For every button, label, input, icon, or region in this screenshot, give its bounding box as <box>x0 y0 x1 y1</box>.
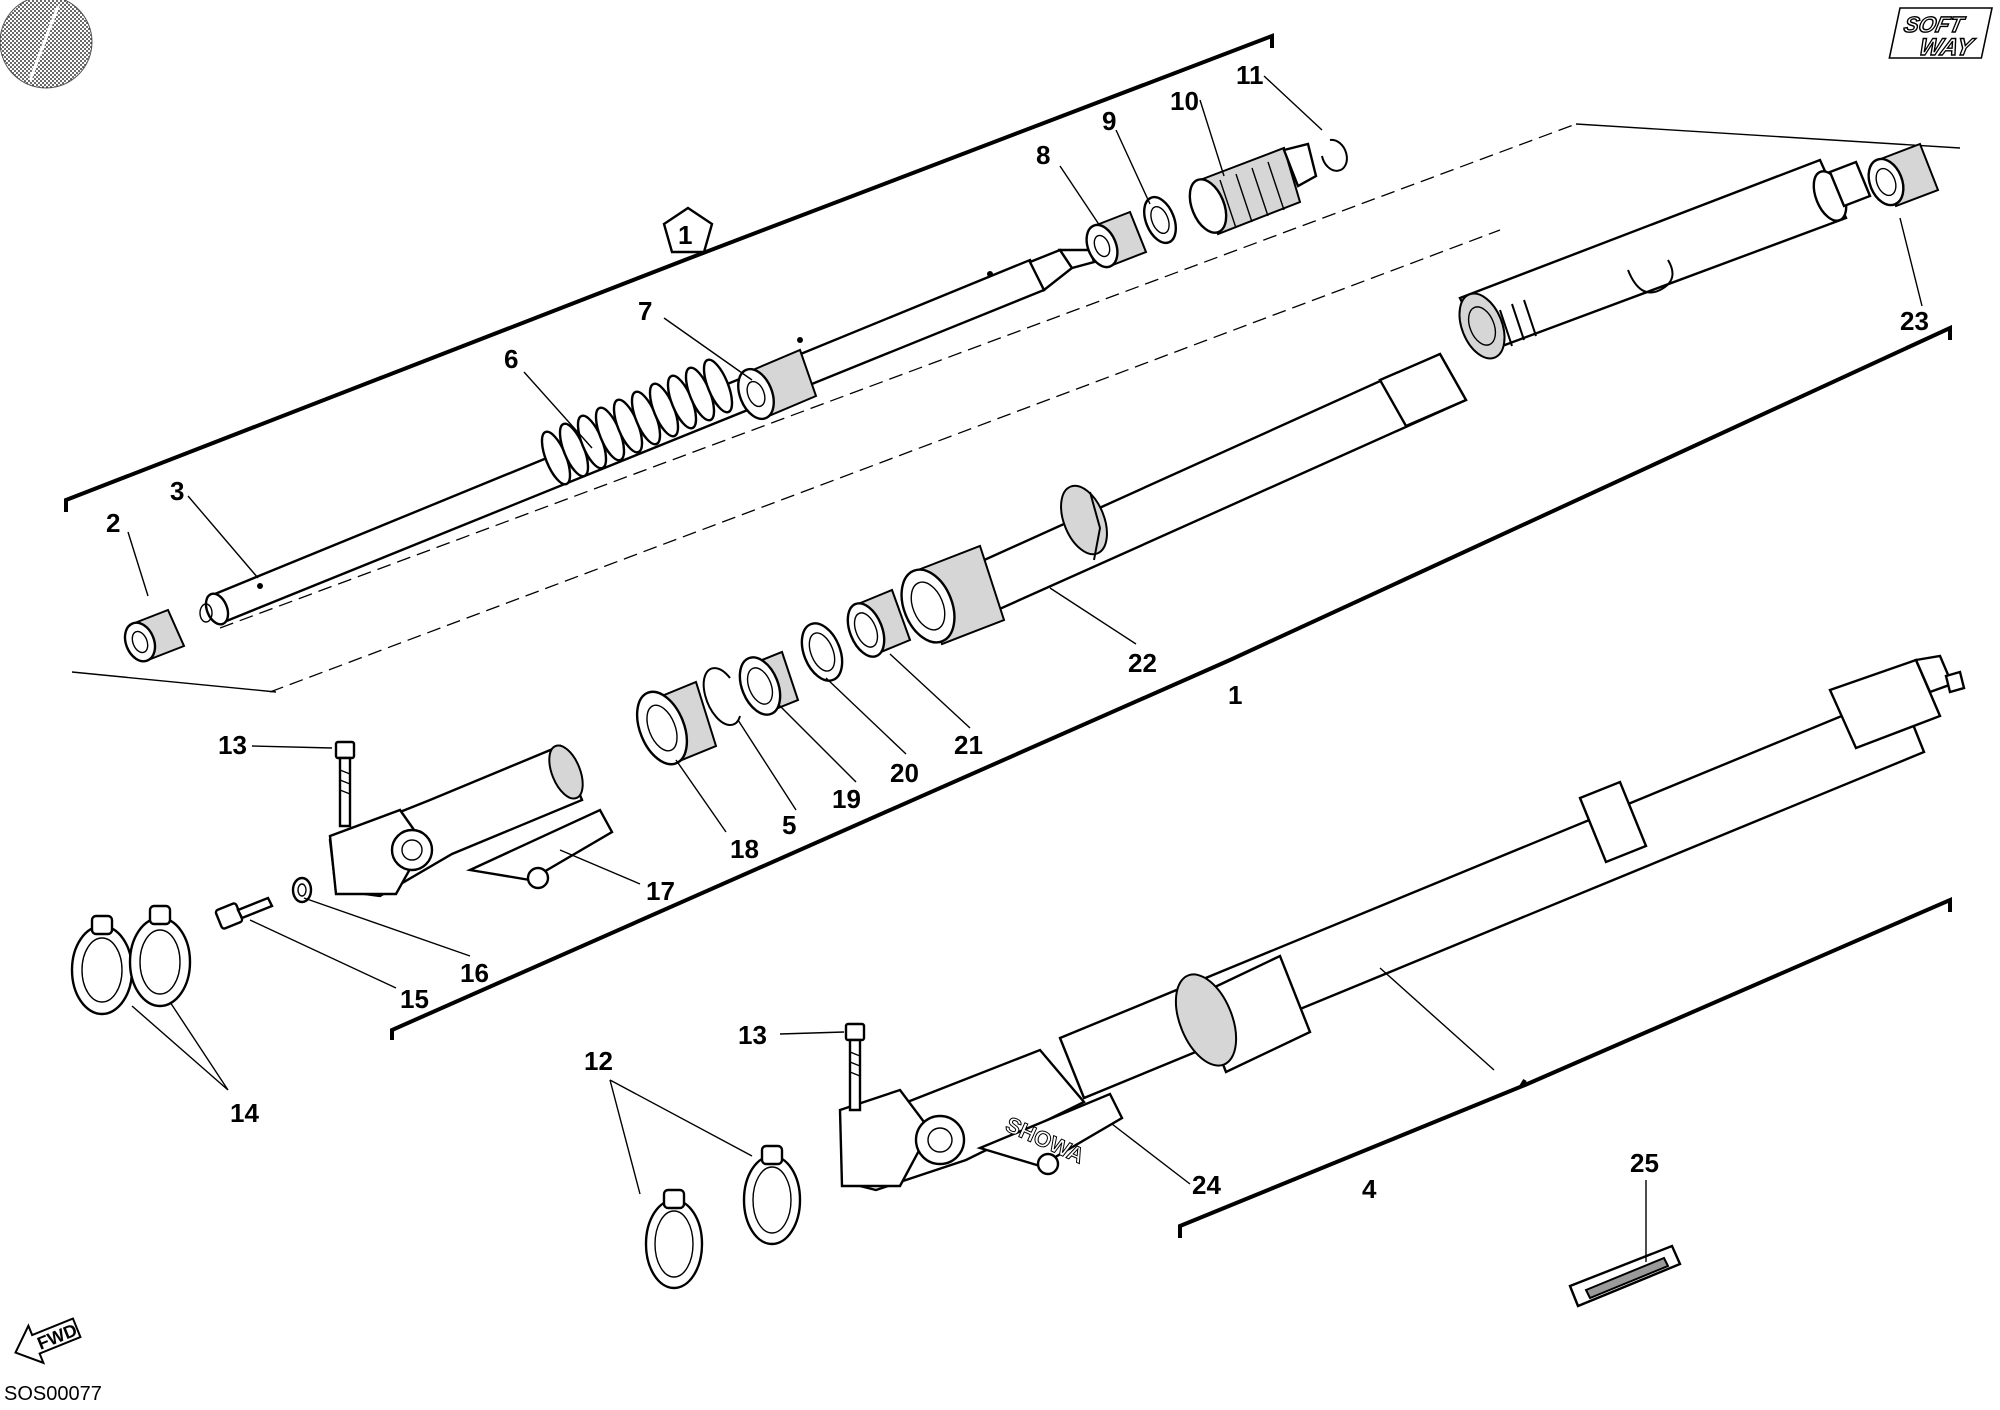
callout-13-lower: 13 <box>738 1020 767 1050</box>
svg-text:SOFT: SOFT <box>1902 12 1968 37</box>
clamp-part-12 <box>644 1144 802 1290</box>
callout-2: 2 <box>106 508 120 538</box>
callout-1: 1 <box>1228 680 1242 710</box>
callout-21: 21 <box>954 730 983 760</box>
forward-arrow-icon: FWD <box>14 1317 82 1365</box>
inner-fork-tube <box>938 158 1872 626</box>
callout-17: 17 <box>646 876 675 906</box>
callout-24: 24 <box>1192 1170 1221 1200</box>
callout-22: 22 <box>1128 648 1157 678</box>
callout-14: 14 <box>230 1098 259 1128</box>
callout-23: 23 <box>1900 306 1929 336</box>
seal-part-8 <box>1085 210 1148 269</box>
axle-bracket-left <box>328 744 614 898</box>
callout-12: 12 <box>584 1046 613 1076</box>
callout-25: 25 <box>1630 1148 1659 1178</box>
assembly-brackets <box>64 33 1961 1238</box>
callout-11: 11 <box>1236 60 1264 90</box>
callout-6: 6 <box>504 344 518 374</box>
bolt-part-13-lower <box>844 1022 866 1112</box>
washer-part-16 <box>291 876 313 904</box>
washer-part-20 <box>800 622 844 682</box>
adjuster-part-10 <box>1188 142 1318 236</box>
cylinder-head-part-7 <box>737 348 818 421</box>
callout-20: 20 <box>890 758 919 788</box>
svg-text:WAY: WAY <box>1917 34 1977 61</box>
decal-part-25 <box>1568 1244 1682 1308</box>
callout-7: 7 <box>638 296 652 326</box>
clamp-part-14 <box>70 904 192 1016</box>
bolt-part-13-upper <box>334 740 356 828</box>
callout-5: 5 <box>782 810 796 840</box>
spring-part-6 <box>540 358 734 486</box>
callout-9: 9 <box>1102 106 1116 136</box>
clip-part-5 <box>702 667 741 726</box>
callout-labels: 1 2 3 4 5 6 7 8 9 10 11 12 13 13 14 15 1… <box>106 60 1929 1204</box>
callout-3: 3 <box>170 476 184 506</box>
bushing-part-23 <box>1867 142 1940 208</box>
axle-bracket-right: SHOWA <box>838 1048 1124 1192</box>
callout-10: 10 <box>1170 86 1199 116</box>
callout-4: 4 <box>1362 1174 1377 1204</box>
oil-seal-part-19 <box>738 650 800 716</box>
callout-16: 16 <box>460 958 489 988</box>
dust-seal-part-18 <box>635 680 718 766</box>
callout-13-upper: 13 <box>218 730 247 760</box>
svg-text:1: 1 <box>678 220 692 250</box>
screw-part-15 <box>214 896 274 930</box>
bushing-part-22 <box>900 544 1006 646</box>
bushing-part-21 <box>846 588 912 658</box>
collar-part-2 <box>123 608 186 663</box>
outer-fork-tube <box>1058 654 1966 1100</box>
callout-8: 8 <box>1036 140 1050 170</box>
callout-19: 19 <box>832 784 861 814</box>
callout-15: 15 <box>400 984 429 1014</box>
assembly-tag: 1 <box>662 206 714 254</box>
drawing-code: SOS00077 <box>4 1383 102 1405</box>
circlip-part-11 <box>1321 138 1348 172</box>
leader-lines <box>127 75 1923 1262</box>
brand-seal-icon <box>0 0 93 89</box>
softway-logo: SOFT WAY <box>1888 7 1993 62</box>
callout-18: 18 <box>730 834 759 864</box>
washer-part-9 <box>1143 195 1177 245</box>
